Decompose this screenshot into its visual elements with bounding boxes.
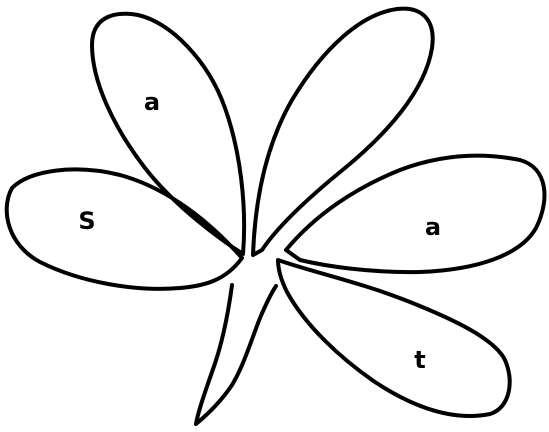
petal-top-left	[92, 14, 244, 254]
flower-stem	[196, 285, 276, 424]
petal-bottom-right	[278, 260, 510, 416]
petal-right	[286, 156, 544, 272]
petal-top-right	[253, 9, 433, 255]
petal-label-left: S	[78, 207, 95, 235]
petal-label-right: a	[425, 213, 441, 241]
petal-label-top-left: a	[144, 88, 160, 116]
petal-label-bottom-right: t	[414, 346, 425, 374]
